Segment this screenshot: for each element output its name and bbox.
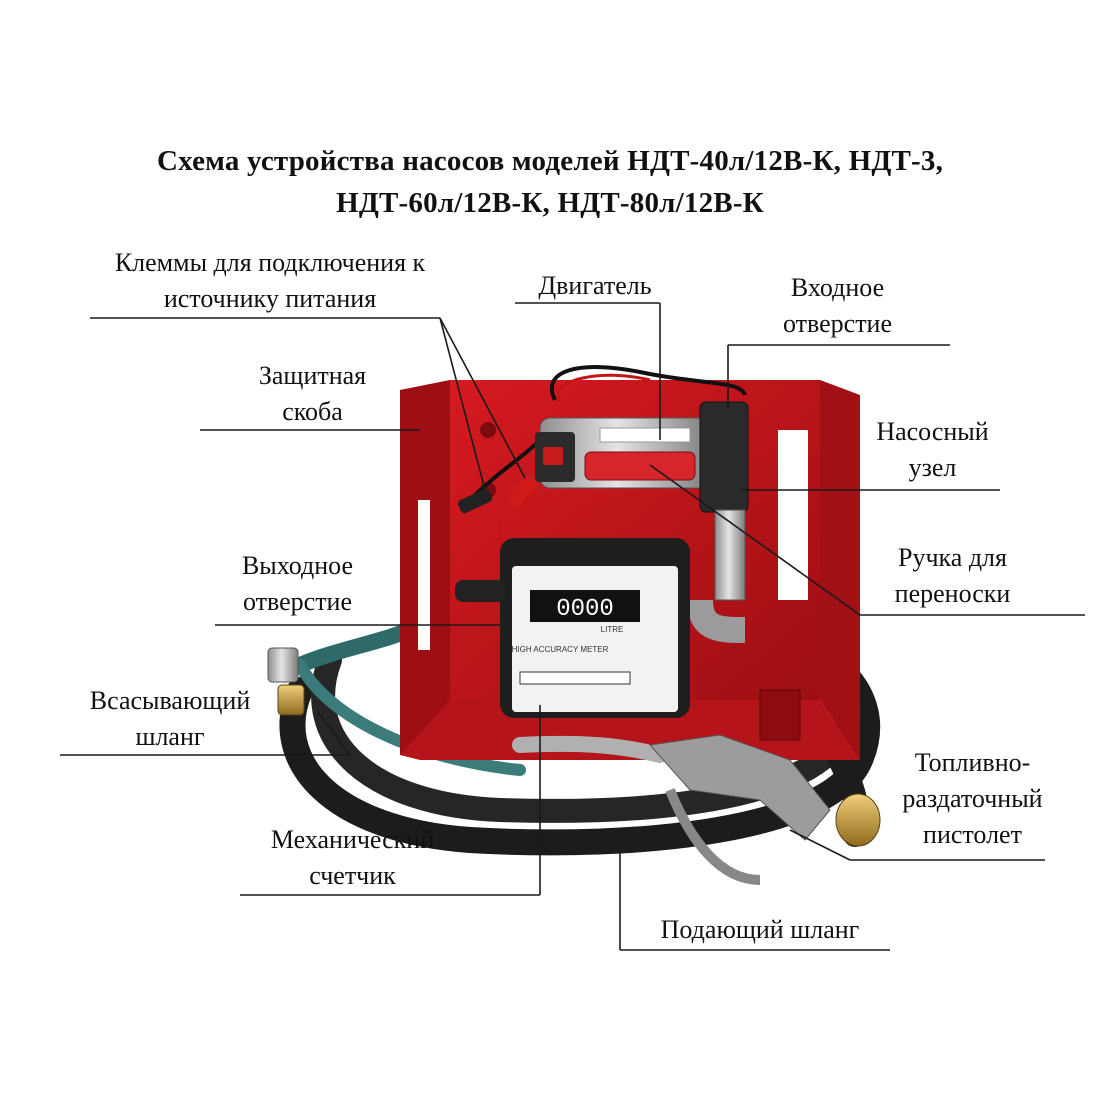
- leader-terminals-b: [439, 317, 526, 479]
- meter-caption: HIGH ACCURACY METER: [512, 645, 609, 654]
- label-pump-unit-line2: узел: [908, 453, 957, 482]
- label-nozzle-line2: раздаточный: [902, 784, 1043, 813]
- mechanical-meter: 0000 LITRE HIGH ACCURACY METER: [455, 538, 690, 718]
- label-motor: Двигатель: [520, 268, 670, 304]
- motor: [535, 417, 711, 489]
- label-terminals: Клеммы для подключения к источнику питан…: [65, 245, 475, 317]
- label-guard-line2: скоба: [282, 397, 343, 426]
- label-inlet-line2: отверстие: [782, 309, 893, 338]
- terminal-clamp-black: [457, 488, 493, 514]
- label-delivery-hose: Подающий шланг: [620, 912, 900, 948]
- diagram-title-line2: НДТ-60л/12В-К, НДТ-80л/12В-К: [336, 187, 764, 219]
- label-nozzle: Топливно- раздаточный пистолет: [885, 745, 1060, 853]
- pump-unit: [687, 401, 749, 643]
- meter-unit: LITRE: [601, 625, 624, 634]
- label-terminals-line1: Клеммы для подключения к: [114, 248, 426, 277]
- leader-nozzle: [789, 829, 851, 861]
- label-pump-unit-line1: Насосный: [876, 417, 989, 446]
- label-suction-hose-line1: Всасывающий: [89, 686, 251, 715]
- label-inlet-line1: Входное: [790, 273, 885, 302]
- label-meter-line1: Механический: [270, 825, 435, 854]
- power-switch: [543, 447, 563, 465]
- label-guard: Защитная скоба: [225, 358, 400, 430]
- nozzle-brass-swivel: [835, 793, 881, 847]
- terminal-clamp-red: [508, 475, 538, 507]
- leader-suction: [317, 711, 351, 756]
- carry-handle: [584, 451, 696, 481]
- label-nozzle-line3: пистолет: [923, 820, 1022, 849]
- label-inlet: Входное отверстие: [755, 270, 920, 342]
- diagram-title: Схема устройства насосов моделей НДТ-40л…: [0, 140, 1100, 224]
- leader-handle: [649, 464, 861, 616]
- meter-digits: 0000: [556, 596, 614, 623]
- label-outlet: Выходное отверстие: [210, 548, 385, 620]
- label-meter: Механический счетчик: [240, 822, 465, 894]
- label-handle-line2: переноски: [894, 579, 1011, 608]
- label-outlet-line2: отверстие: [242, 587, 353, 616]
- label-suction-hose-line2: шланг: [135, 722, 205, 751]
- label-handle-line1: Ручка для: [898, 543, 1007, 572]
- label-suction-hose: Всасывающий шланг: [60, 683, 280, 755]
- label-handle: Ручка для переноски: [855, 540, 1050, 612]
- suction-hose-fitting: [267, 647, 299, 683]
- label-pump-unit: Насосный узел: [850, 414, 1015, 486]
- suction-hose-brass-nut: [277, 684, 305, 716]
- leader-lines: [60, 302, 1085, 951]
- label-motor-text: Двигатель: [538, 271, 652, 300]
- label-terminals-line2: источнику питания: [163, 284, 377, 313]
- meter-reset-knob: [455, 580, 505, 602]
- frame-slot: [778, 430, 808, 600]
- label-nozzle-line1: Топливно-: [914, 748, 1031, 777]
- label-delivery-hose-text: Подающий шланг: [660, 915, 860, 944]
- diagram-title-line1: Схема устройства насосов моделей НДТ-40л…: [156, 145, 944, 177]
- label-meter-line2: счетчик: [309, 861, 396, 890]
- label-guard-line1: Защитная: [258, 361, 367, 390]
- label-outlet-line1: Выходное: [241, 551, 354, 580]
- leader-terminals-a: [439, 317, 486, 491]
- frame-slot-left: [418, 500, 430, 650]
